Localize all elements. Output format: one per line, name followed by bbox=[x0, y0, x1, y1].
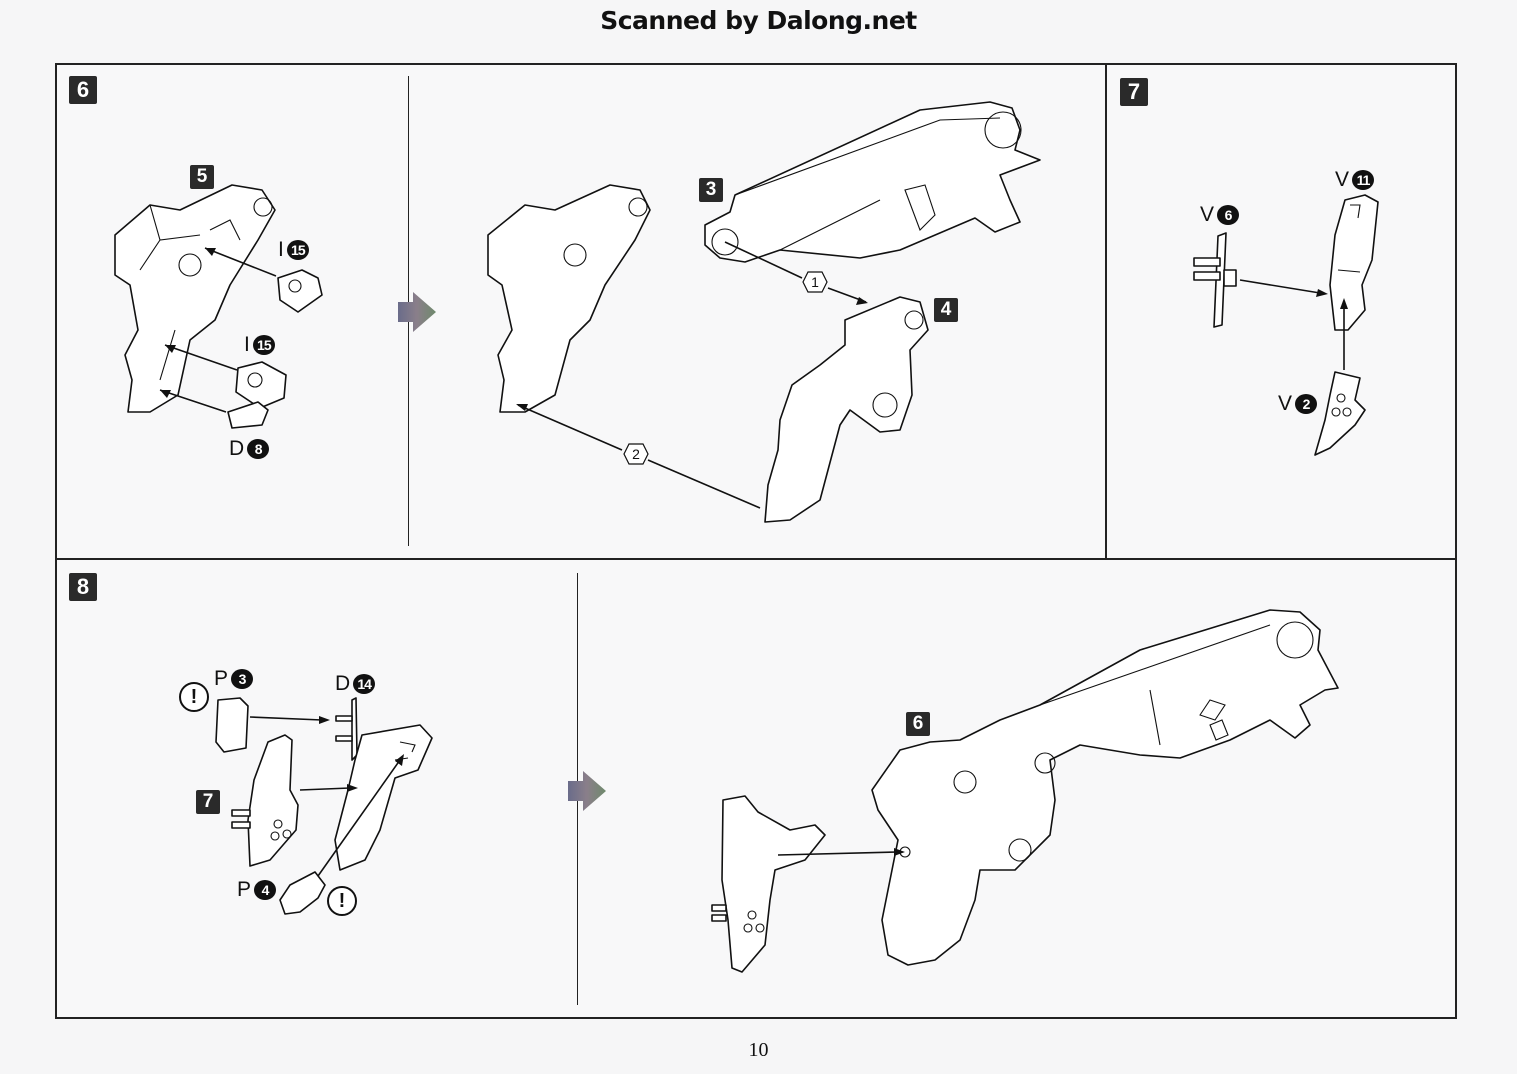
part-label-d8: D 8 bbox=[229, 437, 270, 461]
callout-hex-2: 2 bbox=[623, 443, 649, 465]
part-number-circle: 8 bbox=[247, 439, 270, 459]
part-runner-letter: V bbox=[1278, 392, 1293, 415]
subassembly-ref-badge: 5 bbox=[190, 165, 214, 189]
part-runner-letter: I bbox=[278, 238, 284, 261]
part-label-v11: V 11 bbox=[1335, 168, 1375, 192]
part-runner-letter: D bbox=[335, 672, 351, 695]
subassembly-ref-badge-7: 7 bbox=[196, 790, 220, 814]
callout-hex-1: 1 bbox=[802, 271, 828, 293]
assembly-arrow bbox=[159, 389, 227, 413]
part-label-d14: D 14 bbox=[335, 672, 376, 696]
subassembly-3-drawing bbox=[704, 101, 1041, 263]
main-assembly-6-drawing bbox=[871, 609, 1339, 966]
part-number-circle: 11 bbox=[1352, 170, 1375, 190]
panel-divider-step7 bbox=[1105, 63, 1107, 559]
panel-divider-horizontal bbox=[55, 558, 1457, 560]
part-i15-middle-drawing bbox=[235, 361, 287, 409]
callout-number: 2 bbox=[632, 446, 640, 462]
part-label-p4: P 4 bbox=[237, 878, 277, 902]
subassembly-7-drawing bbox=[231, 734, 299, 867]
part-number-circle: 14 bbox=[353, 674, 376, 694]
part-number-circle: 15 bbox=[252, 335, 275, 355]
part-d8-drawing bbox=[227, 401, 269, 429]
part-i15-top-drawing bbox=[277, 269, 323, 313]
part-runner-letter: D bbox=[229, 437, 245, 460]
part-p4-drawing bbox=[279, 871, 326, 915]
subassembly-5-drawing bbox=[114, 184, 276, 413]
part-label-i15-top: I 15 bbox=[278, 238, 309, 262]
page-number: 10 bbox=[748, 1039, 769, 1061]
caution-icon: ! bbox=[327, 886, 357, 916]
part-runner-letter: P bbox=[214, 667, 229, 690]
part-runner-letter: V bbox=[1335, 168, 1350, 191]
part-label-p3: P 3 bbox=[214, 667, 254, 691]
part-p3-drawing bbox=[215, 697, 249, 753]
part-number-circle: 15 bbox=[286, 240, 309, 260]
part-number-circle: 4 bbox=[254, 880, 277, 900]
subassembly-4-drawing bbox=[764, 296, 929, 523]
part-label-v2: V 2 bbox=[1278, 392, 1318, 416]
assembly-arrow bbox=[204, 247, 277, 277]
flow-arrow-icon bbox=[568, 771, 606, 811]
step-number-badge: 8 bbox=[69, 573, 97, 601]
step-number-badge: 7 bbox=[1120, 78, 1148, 106]
part-runner-letter: V bbox=[1200, 203, 1215, 226]
part-runner-letter: P bbox=[237, 878, 252, 901]
part-number-circle: 3 bbox=[231, 669, 254, 689]
arm-weapon-subassembly-drawing bbox=[711, 795, 826, 973]
assembly-arrow bbox=[164, 344, 238, 371]
step-number-badge: 6 bbox=[69, 76, 97, 104]
caution-icon: ! bbox=[179, 682, 209, 712]
subassembly-ref-badge-3: 3 bbox=[699, 178, 723, 202]
scanner-watermark: Scanned by Dalong.net bbox=[600, 6, 917, 35]
part-v2-drawing bbox=[1314, 371, 1366, 456]
part-runner-letter: I bbox=[244, 333, 250, 356]
subassembly-ref-badge-4: 4 bbox=[934, 298, 958, 322]
part-label-v6: V 6 bbox=[1200, 203, 1240, 227]
flow-arrow-icon bbox=[398, 292, 436, 332]
part-v6-drawing bbox=[1193, 232, 1237, 328]
part-label-i15-middle: I 15 bbox=[244, 333, 275, 357]
part-v11-drawing bbox=[1329, 194, 1379, 331]
subassembly-5-assembled-drawing bbox=[487, 184, 651, 413]
part-number-circle: 6 bbox=[1217, 205, 1240, 225]
part-number-circle: 2 bbox=[1295, 394, 1318, 414]
callout-number: 1 bbox=[811, 274, 819, 290]
subassembly-ref-badge-6: 6 bbox=[906, 712, 930, 736]
